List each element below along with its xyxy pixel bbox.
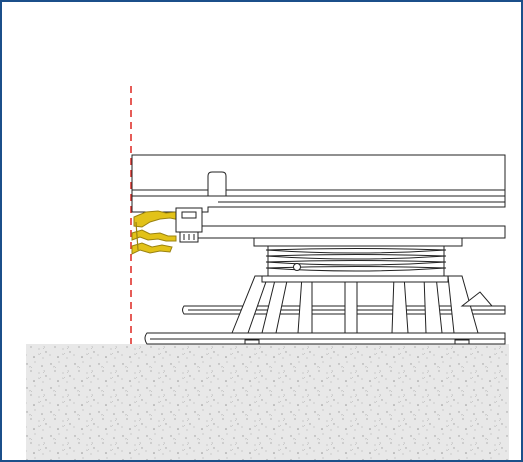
concrete-ground	[26, 344, 509, 462]
height-adjust-thread	[265, 245, 447, 277]
deck-board	[131, 154, 506, 213]
clip-bracket	[175, 207, 203, 243]
